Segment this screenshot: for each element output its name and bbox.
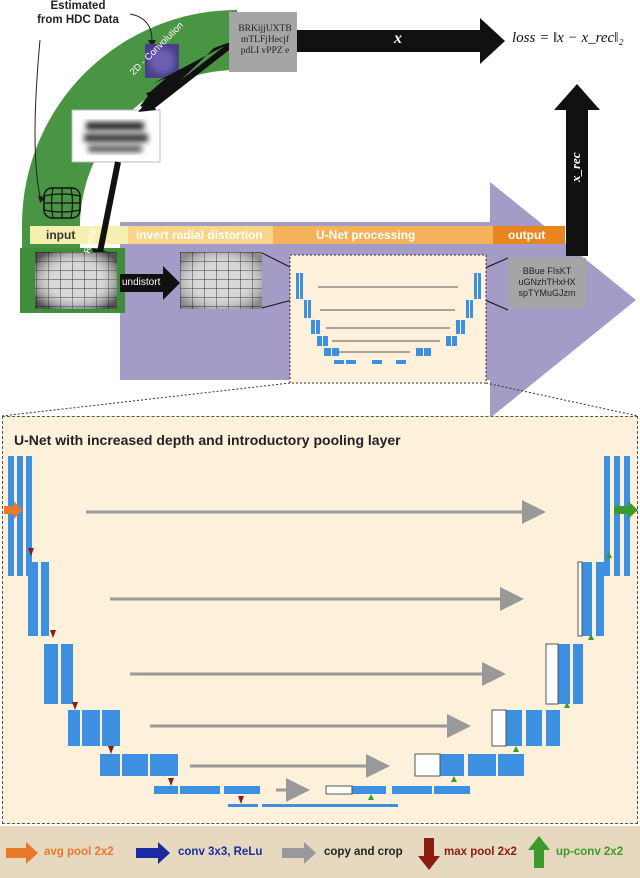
xrec-arrow-head	[554, 84, 600, 110]
estimated-label: Estimated from HDC Data	[28, 0, 128, 27]
loss-formula: loss = ‖x − x_rec‖₂	[512, 30, 624, 46]
stage-invert-label: invert radial distortion	[136, 228, 263, 242]
output-patch-line-1: BBue FIsKT	[522, 266, 572, 276]
legend-copy: copy and crop	[324, 846, 403, 858]
copy-icon	[282, 842, 316, 864]
top-patch-line-3: pdLI vPPZ e	[240, 46, 290, 56]
conv-arrow	[140, 40, 236, 110]
legend-conv: conv 3x3, ReLu	[178, 846, 263, 858]
estimated-line-2: from HDC Data	[37, 14, 119, 26]
output-text-patch-lines: BBue FIsKT uGNzhTHxHX spTYMuGJzm	[510, 266, 584, 299]
conv-icon	[136, 842, 170, 864]
max-pool-icon	[418, 838, 440, 870]
undistort-label: undistort	[122, 277, 161, 288]
x-arrow-head	[480, 18, 505, 64]
stage-input-label: input	[46, 228, 76, 242]
legend-icons	[6, 836, 550, 870]
detail-title: U-Net with increased depth and introduct…	[14, 432, 401, 448]
legend-up-conv: up-conv 2x2	[556, 846, 624, 858]
xrec-label: x_rec	[568, 152, 583, 182]
top-patch-line-1: BRKijjUXTB	[238, 24, 292, 34]
stage-output	[493, 226, 565, 244]
output-text-patch	[508, 258, 586, 308]
xrec-arrow-shaft	[566, 108, 588, 256]
stage-output-label: output	[508, 228, 546, 242]
top-text-patch	[229, 12, 297, 72]
output-patch-line-2: uGNzhTHxHX	[518, 277, 576, 287]
top-patch-line-2: mTLFjHecjf	[240, 35, 289, 45]
mini-unet-box	[289, 254, 487, 384]
pipeline-graphic	[1, 10, 639, 418]
stage-unet	[273, 226, 493, 244]
estimated-line-1: Estimated	[50, 0, 106, 12]
stage-invert	[128, 226, 273, 244]
output-patch-line-3: spTYMuGJzm	[518, 288, 576, 298]
top-text-patch-lines: BRKijjUXTB mTLFjHecjf pdLI vPPZ e	[233, 24, 297, 57]
stage-input	[30, 226, 128, 244]
x-label: x	[394, 30, 402, 47]
unet-detail-graphic	[4, 456, 638, 807]
legend-avg-pool: avg pool 2x2	[44, 846, 114, 858]
legend-bar	[0, 826, 640, 878]
avg-pool-icon	[6, 842, 38, 864]
legend-max-pool: max pool 2x2	[444, 846, 517, 858]
up-conv-icon	[528, 836, 550, 868]
stage-unet-label: U-Net processing	[316, 228, 416, 242]
